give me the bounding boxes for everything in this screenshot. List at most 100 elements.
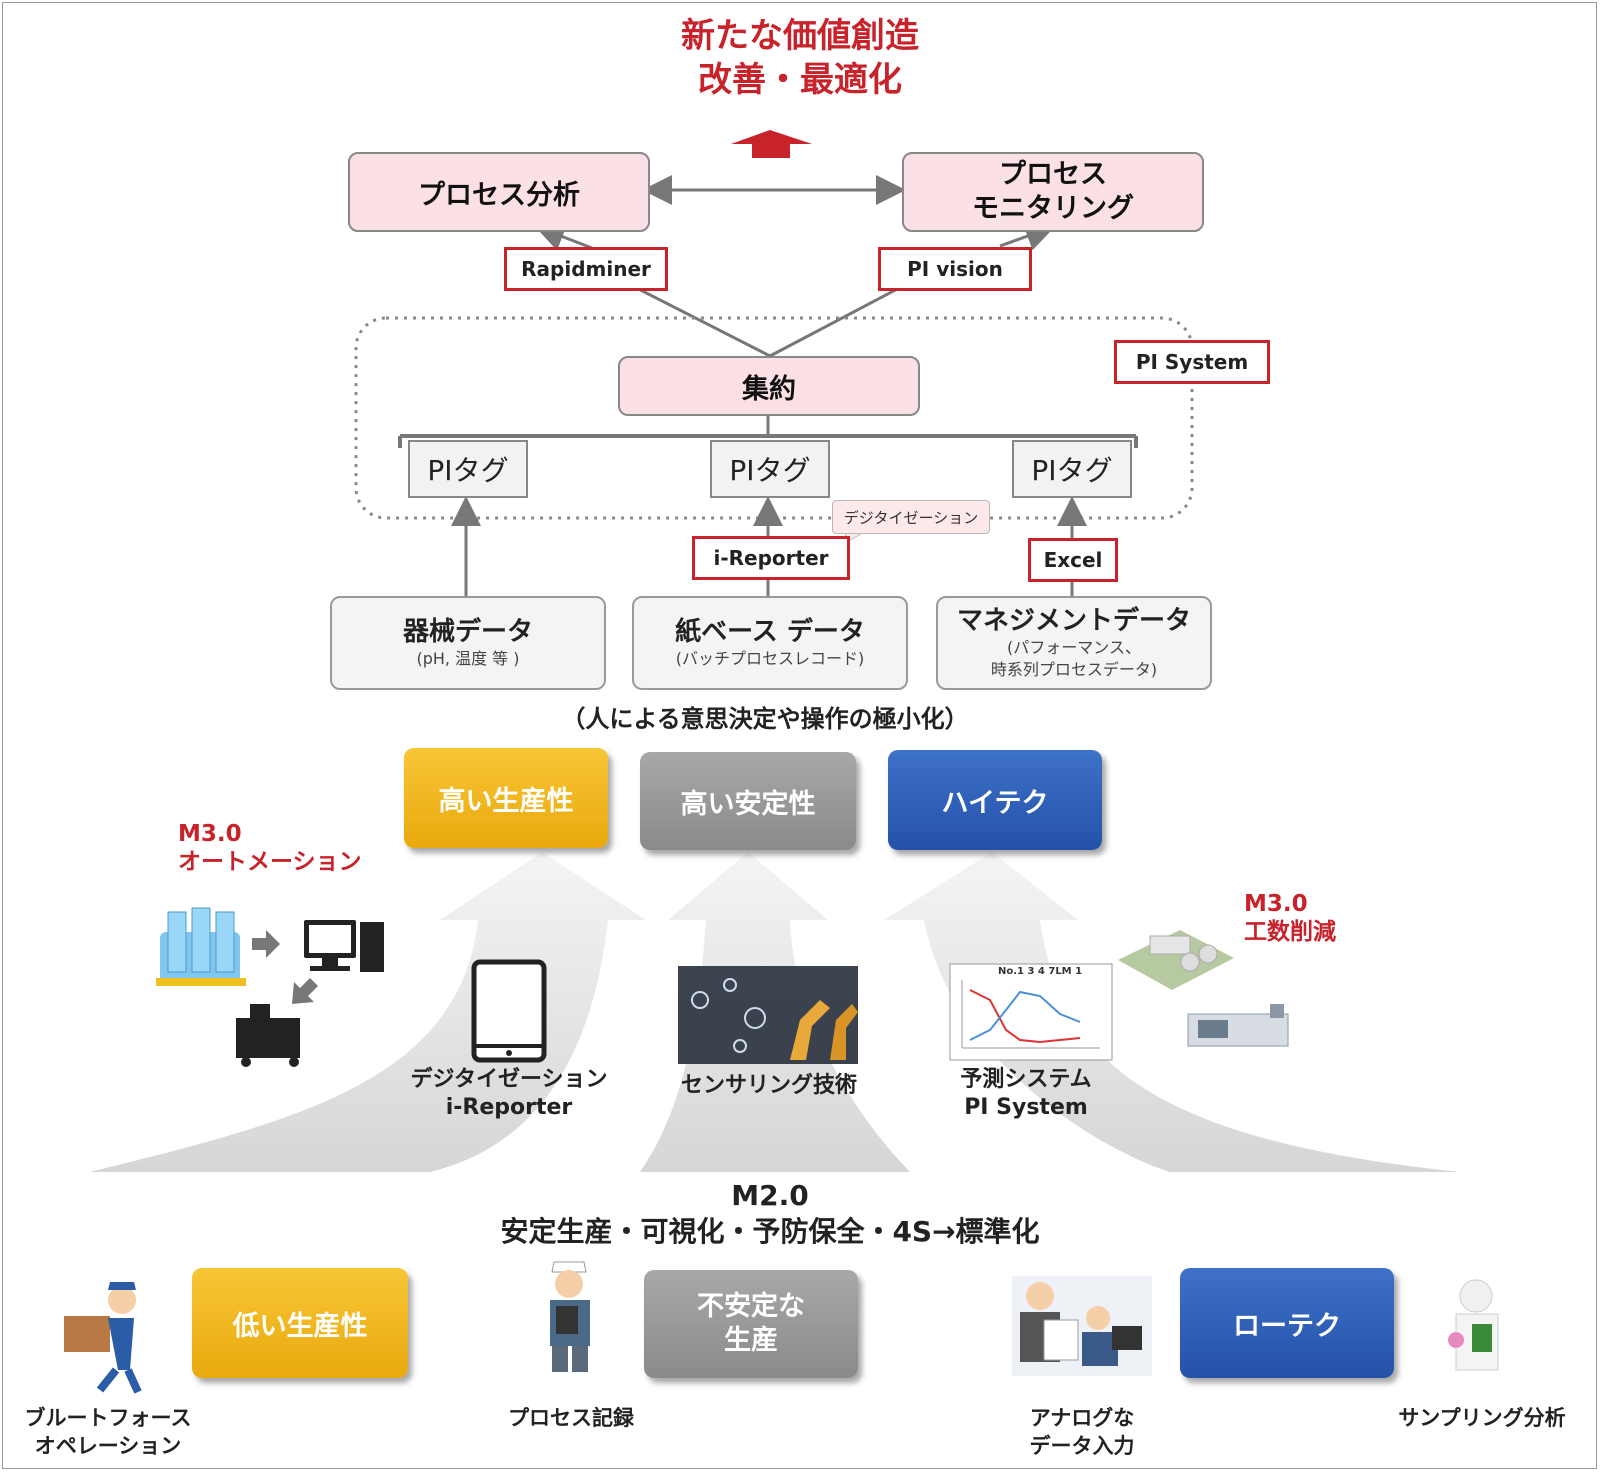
minimize-decision-note-label: （人による意思決定や操作の極小化）	[561, 704, 969, 733]
analog-input-caption-2: データ入力	[1029, 1434, 1135, 1458]
prediction-chart-image	[949, 963, 1113, 1061]
sampling-caption-label: サンプリング分析	[1398, 1406, 1566, 1430]
lowtech-label: ローテク	[1233, 1310, 1341, 1342]
paper-data-title: 紙ベース データ	[675, 617, 865, 647]
value-creation-title: 新たな価値創造 改善・最適化	[500, 14, 1100, 102]
pi-vision-tag: PI vision	[878, 247, 1032, 291]
high-productivity-pill: 高い生産性	[404, 748, 608, 848]
value-up-arrow	[731, 130, 812, 158]
molding-machine-icon	[1187, 1004, 1289, 1047]
high-productivity-label: 高い生産性	[438, 785, 574, 817]
plant-tanks-icon	[156, 907, 246, 986]
i-reporter-tag: i-Reporter	[692, 536, 850, 580]
analog-input-caption: アナログな データ入力	[1012, 1404, 1152, 1460]
process-monitoring-box: プロセス モニタリング	[902, 152, 1204, 232]
lowtech-pill: ローテク	[1180, 1268, 1394, 1378]
management-data-sub-2: 時系列プロセスデータ)	[990, 660, 1158, 679]
paper-data-sub: (バッチプロセスレコード)	[675, 649, 865, 668]
big-arrow-right	[884, 852, 1460, 1172]
high-stability-pill: 高い安定性	[640, 752, 856, 850]
m20-label: M2.0 安定生産・可視化・予防保全・4S→標準化	[440, 1178, 1100, 1250]
lab-analyst-icon	[1448, 1279, 1499, 1371]
process-monitoring-label-2: モニタリング	[972, 193, 1134, 224]
process-analysis-box: プロセス分析	[348, 152, 650, 232]
sensing-caption: センサリング技術	[664, 1072, 874, 1100]
unstable-production-pill: 不安定な 生産	[644, 1270, 858, 1378]
pi-tag-label-1: PIタグ	[427, 454, 509, 487]
m30-left-subtitle: オートメーション	[178, 849, 362, 875]
digitization-callout-label: デジタイゼーション	[843, 508, 979, 527]
pi-tag-box-3: PIタグ	[1012, 440, 1132, 498]
digitization-caption-2: i-Reporter	[445, 1095, 573, 1120]
hitech-label: ハイテク	[941, 787, 1049, 819]
hitech-pill: ハイテク	[888, 750, 1102, 850]
unstable-production-label-2: 生産	[724, 1325, 778, 1356]
brute-force-caption-2: オペレーション	[34, 1434, 182, 1458]
computer-icon	[304, 920, 384, 972]
sensing-technology-image	[678, 966, 858, 1064]
m30-right-title: M3.0	[1244, 891, 1308, 917]
sampling-caption: サンプリング分析	[1392, 1404, 1572, 1432]
pi-tag-label-3: PIタグ	[1031, 454, 1113, 487]
management-data-sub-1: (パフォーマンス、	[1007, 638, 1141, 657]
pi-tag-box-2: PIタグ	[710, 440, 830, 498]
arrow-right-icon	[252, 930, 280, 958]
brute-force-caption-1: ブルートフォース	[24, 1406, 192, 1430]
pi-system-label: PI System	[1135, 350, 1249, 374]
m30-right-subtitle: 工数削減	[1244, 919, 1336, 945]
low-productivity-label: 低い生産性	[232, 1310, 368, 1342]
prediction-caption-2: PI System	[964, 1095, 1088, 1120]
digitization-caption: デジタイゼーション i-Reporter	[394, 1066, 624, 1122]
excel-tag: Excel	[1028, 538, 1118, 582]
process-record-caption-label: プロセス記録	[508, 1406, 634, 1430]
worker-carrying-box-icon	[64, 1282, 142, 1394]
pi-vision-label: PI vision	[907, 257, 1003, 281]
prediction-chart-title: No.1 3 4 7LM 1	[998, 966, 1083, 977]
management-data-box: マネジメントデータ (パフォーマンス、 時系列プロセスデータ)	[936, 596, 1212, 690]
office-workers-image	[1012, 1276, 1152, 1376]
m20-subtitle: 安定生産・可視化・予防保全・4S→標準化	[500, 1215, 1040, 1248]
paper-data-box: 紙ベース データ (バッチプロセスレコード)	[632, 596, 908, 690]
rapidminer-label: Rapidminer	[521, 257, 651, 281]
worker-clipboard-icon	[550, 1261, 590, 1372]
machine-icon	[236, 1004, 300, 1067]
prediction-caption-1: 予測システム	[960, 1067, 1092, 1092]
minimize-decision-note: （人による意思決定や操作の極小化）	[450, 698, 1080, 734]
aggregate-box: 集約	[618, 356, 920, 416]
pi-tag-box-1: PIタグ	[408, 440, 528, 498]
title-line-2: 改善・最適化	[698, 60, 902, 100]
pi-system-tag: PI System	[1114, 340, 1270, 384]
analog-input-caption-1: アナログな	[1029, 1406, 1135, 1430]
brute-force-caption: ブルートフォース オペレーション	[16, 1404, 200, 1460]
aggregate-label: 集約	[742, 373, 796, 405]
process-record-caption: プロセス記録	[496, 1404, 646, 1432]
digitization-callout: デジタイゼーション	[832, 500, 990, 534]
arrow-downleft-icon	[292, 978, 318, 1004]
instrument-data-sub: (pH, 温度 等 )	[416, 649, 520, 668]
tablet-icon	[471, 959, 547, 1063]
m30-automation-label: M3.0 オートメーション	[178, 820, 362, 876]
instrument-data-box: 器械データ (pH, 温度 等 )	[330, 596, 606, 690]
m30-workload-label: M3.0 工数削減	[1244, 890, 1336, 946]
m30-left-title: M3.0	[178, 821, 242, 847]
title-line-1: 新たな価値創造	[681, 16, 919, 56]
pi-tag-label-2: PIタグ	[729, 454, 811, 487]
pi-system-boundary	[354, 316, 1194, 520]
i-reporter-label: i-Reporter	[713, 546, 829, 570]
high-stability-label: 高い安定性	[680, 788, 816, 820]
management-data-title: マネジメントデータ	[956, 606, 1191, 636]
unstable-production-label-1: 不安定な	[697, 1291, 805, 1322]
process-monitoring-label-1: プロセス	[999, 159, 1107, 190]
rapidminer-tag: Rapidminer	[504, 247, 668, 291]
factory-icon	[1118, 930, 1234, 990]
big-arrow-left	[90, 852, 646, 1172]
excel-label: Excel	[1043, 548, 1103, 572]
instrument-data-title: 器械データ	[402, 617, 533, 647]
prediction-caption: 予測システム PI System	[926, 1066, 1126, 1122]
process-analysis-label: プロセス分析	[418, 179, 580, 211]
m20-title: M2.0	[731, 1179, 809, 1212]
sensing-caption-label: センサリング技術	[680, 1073, 857, 1098]
digitization-caption-1: デジタイゼーション	[410, 1067, 608, 1092]
